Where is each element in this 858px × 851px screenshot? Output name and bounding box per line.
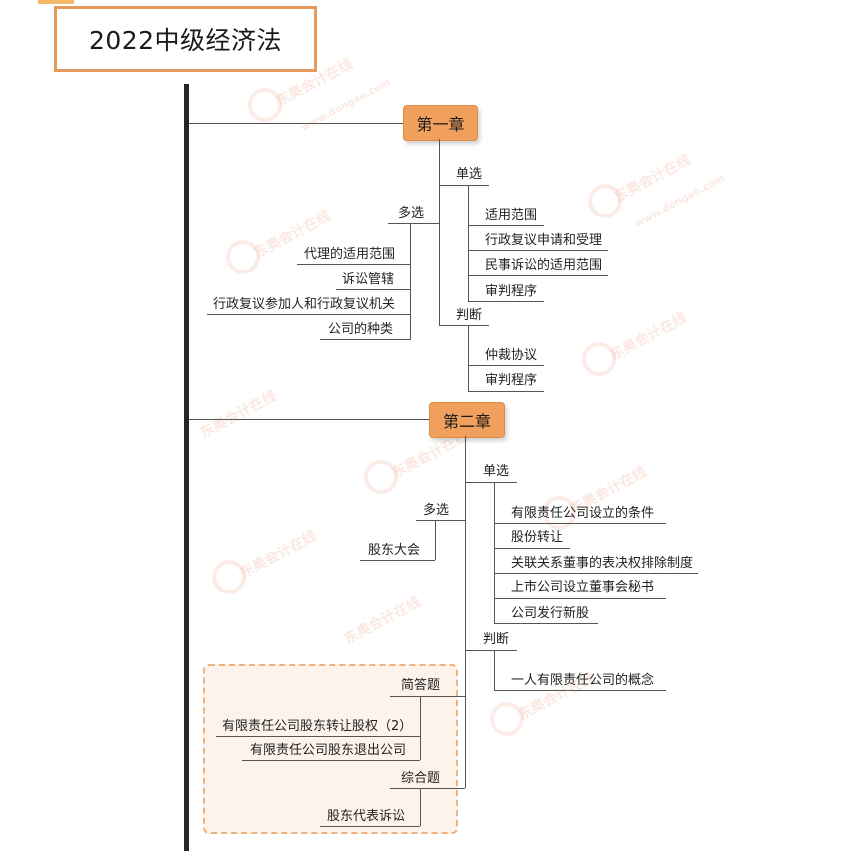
leaf-item: 适用范围 [485,208,538,223]
connector [242,760,420,761]
connector [494,548,570,549]
leaf-item: 有限责任公司股东退出公司 [250,743,407,758]
connector [320,826,420,827]
connector [468,325,469,391]
connector [468,185,469,301]
watermark-logo-icon [490,702,524,736]
connector [189,123,403,124]
leaf-item: 一人有限责任公司的概念 [511,673,655,688]
connector [390,696,465,697]
leaf-item: 仲裁协议 [485,348,538,363]
watermark: 东奥会计在线 [237,528,320,582]
connector [494,573,698,574]
connector [494,598,666,599]
connector [465,650,517,651]
group-label: 多选 [423,503,450,518]
connector [320,339,410,340]
leaf-item: 公司发行新股 [511,606,590,621]
connector [410,223,411,340]
connector [336,289,410,290]
connector [494,623,598,624]
connector [468,275,608,276]
leaf-item: 公司的种类 [328,322,394,337]
connector [435,520,436,560]
group-label: 简答题 [401,678,441,693]
leaf-item: 股东大会 [368,543,421,558]
leaf-item: 代理的适用范围 [304,247,396,262]
chapter-2-label: 第二章 [442,412,491,431]
watermark: 东奥会计在线 [197,388,280,442]
connector [439,185,489,186]
connector [207,314,410,315]
connector [388,223,439,224]
connector [420,696,421,760]
leaf-item: 审判程序 [485,373,538,388]
watermark-logo-icon [364,460,398,494]
connector [468,250,608,251]
watermark-logo-icon [248,88,282,122]
leaf-item: 行政复议参加人和行政复议机关 [213,297,396,312]
connector [216,736,420,737]
group-label: 单选 [456,167,483,182]
leaf-item: 股东代表诉讼 [327,809,406,824]
leaf-item: 有限责任公司设立的条件 [511,506,655,521]
watermark-logo-icon [212,560,246,594]
leaf-item: 审判程序 [485,284,538,299]
watermark-logo-icon [542,496,576,530]
connector [390,788,465,789]
connector [468,391,544,392]
connector [468,225,544,226]
chapter-1-label: 第一章 [416,115,465,134]
connector [494,650,495,690]
leaf-item: 有限责任公司股东转让股权（2） [222,719,413,734]
leaf-item: 上市公司设立董事会秘书 [511,580,655,595]
connector [439,325,489,326]
leaf-item: 诉讼管辖 [342,272,395,287]
connector [465,436,466,788]
connector [468,301,544,302]
connector [439,139,440,325]
top-accent-bar [38,0,74,4]
leaf-item: 关联关系董事的表决权排除制度 [511,556,694,571]
group-label: 判断 [483,632,510,647]
watermark-logo-icon [226,240,260,274]
highlight-box [203,664,458,834]
map-title: 2022中级经济法 [54,6,317,72]
group-label: 综合题 [401,771,441,786]
connector [494,482,495,624]
connector [297,264,410,265]
watermark: 东奥会计在线 [607,310,690,364]
group-label: 判断 [456,308,483,323]
group-label: 单选 [483,464,510,479]
watermark: 东奥会计在线 [341,594,424,648]
chapter-2-node: 第二章 [429,402,505,438]
leaf-item: 民事诉讼的适用范围 [485,258,603,273]
chapter-1-node: 第一章 [403,105,478,141]
connector [420,788,421,826]
leaf-item: 行政复议申请和受理 [485,233,603,248]
connector [494,690,666,691]
connector [189,419,429,420]
connector [360,560,435,561]
main-trunk-line [184,84,189,851]
watermark-logo-icon [582,342,616,376]
connector [465,482,517,483]
group-label: 多选 [398,206,425,221]
watermark-logo-icon [588,184,622,218]
connector [416,520,465,521]
connector [468,365,544,366]
connector [494,523,666,524]
leaf-item: 股份转让 [511,530,564,545]
